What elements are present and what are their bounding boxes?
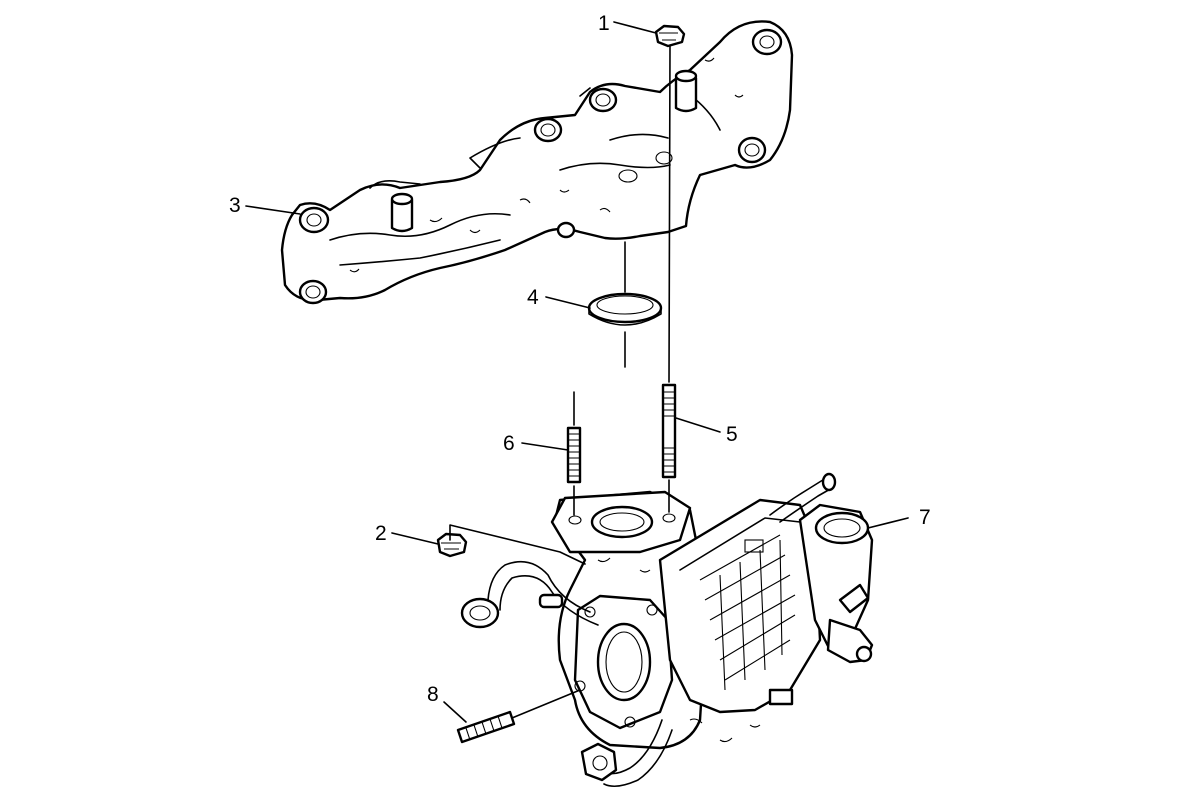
callout-labels: 1 2 3 4 5 6 7 8 — [229, 12, 931, 706]
callout-4: 4 — [527, 286, 539, 309]
leader-lines — [245, 21, 909, 723]
stud-icon — [566, 426, 582, 484]
callout-2: 2 — [375, 522, 387, 545]
nut-icon — [436, 532, 468, 558]
assembly-lines — [449, 45, 671, 719]
gasket-ring-icon — [587, 292, 663, 326]
callout-6: 6 — [503, 432, 515, 455]
callout-1: 1 — [598, 12, 610, 35]
turbocharger-icon — [460, 472, 874, 788]
callout-8: 8 — [427, 683, 439, 706]
nut-icon — [654, 24, 686, 48]
stud-icon — [661, 383, 677, 479]
callout-3: 3 — [229, 194, 241, 217]
stud-icon — [456, 710, 516, 744]
exhaust-manifold-icon — [280, 20, 794, 305]
callout-5: 5 — [726, 423, 738, 446]
callout-7: 7 — [919, 506, 931, 529]
